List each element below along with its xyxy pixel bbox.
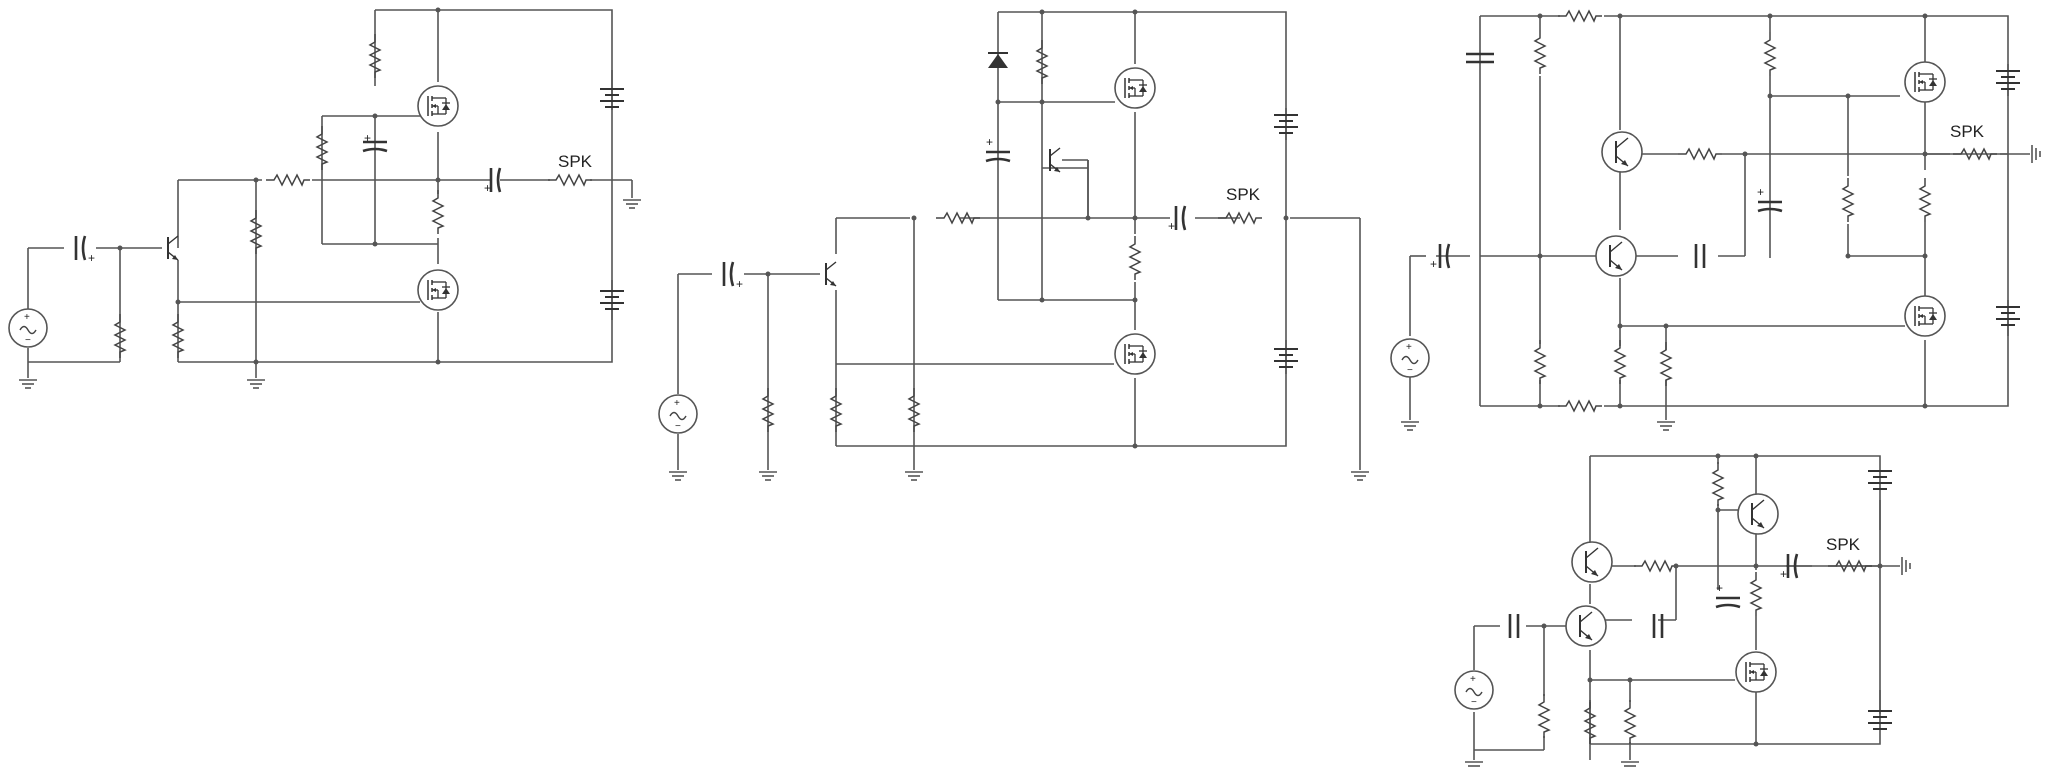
mosfet — [1114, 67, 1156, 109]
resistor — [1919, 177, 1931, 223]
ground — [622, 199, 642, 209]
resistor — [1633, 560, 1679, 572]
resistor — [1750, 571, 1762, 617]
svg-text:+: + — [1168, 219, 1175, 233]
mosfet — [417, 269, 459, 311]
circuit-4: + + SPK — [1454, 453, 1911, 768]
ac-source — [1454, 670, 1494, 710]
capacitor — [74, 234, 87, 262]
ground — [2031, 144, 2041, 164]
bjt-transistor — [825, 261, 837, 287]
svg-text:+: + — [364, 131, 371, 145]
resistor — [1129, 235, 1141, 281]
ground — [18, 379, 38, 389]
speaker-label: SPK — [1226, 185, 1261, 204]
ground — [668, 471, 688, 481]
svg-text:+: + — [1757, 185, 1764, 199]
resistor — [547, 174, 593, 186]
ground — [1620, 761, 1640, 768]
ground — [904, 471, 924, 481]
capacitor — [489, 166, 502, 194]
ground — [1350, 471, 1370, 481]
junction-dots — [1537, 13, 1928, 409]
svg-text:+: + — [484, 181, 491, 195]
bjt-transistor — [167, 235, 179, 261]
capacitor — [1694, 242, 1706, 270]
bjt-transistor — [1595, 235, 1637, 277]
capacitor — [722, 260, 735, 288]
resistor — [1534, 339, 1546, 385]
circuit-1: + + + SPK — [8, 7, 642, 389]
ground — [1400, 421, 1420, 431]
resistor — [1677, 148, 1723, 160]
bjt-transistor — [1571, 541, 1613, 583]
circuit-2-wires — [677, 11, 1361, 470]
ground — [1464, 761, 1484, 768]
resistor — [1557, 400, 1603, 412]
ground — [1656, 421, 1676, 431]
ground — [1901, 556, 1911, 576]
svg-text:+: + — [1430, 257, 1437, 271]
svg-text:+: + — [736, 277, 743, 291]
svg-text:+: + — [1716, 581, 1723, 595]
ground — [758, 471, 778, 481]
resistor — [1534, 29, 1546, 75]
mosfet — [417, 85, 459, 127]
resistor — [1660, 341, 1672, 387]
junction-dots — [117, 7, 441, 365]
svg-text:+: + — [88, 251, 95, 265]
resistor — [1842, 177, 1854, 223]
bjt-transistor — [1565, 605, 1607, 647]
resistor — [432, 189, 444, 235]
resistor — [1712, 461, 1724, 507]
svg-text:+: + — [986, 135, 993, 149]
bjt-transistor — [1601, 131, 1643, 173]
diode — [987, 52, 1009, 69]
electrolytic-capacitor — [1714, 596, 1742, 609]
capacitor — [1652, 612, 1664, 640]
speaker-label: SPK — [1826, 535, 1861, 554]
circuit-3: + + SPK — [1390, 10, 2041, 431]
resistor — [1614, 339, 1626, 385]
resistor — [1624, 699, 1636, 745]
capacitor — [1174, 204, 1187, 232]
resistor — [1538, 693, 1550, 739]
circuit-1-wires — [27, 9, 633, 378]
junction-dots — [1541, 453, 1883, 747]
capacitor — [1508, 612, 1520, 640]
resistor — [1557, 10, 1603, 22]
ground — [246, 379, 266, 389]
resistor — [935, 212, 981, 224]
mosfet — [1904, 61, 1946, 103]
resistor — [265, 174, 311, 186]
ac-source — [658, 394, 698, 434]
speaker-label: SPK — [558, 152, 593, 171]
mosfet — [1904, 295, 1946, 337]
ac-source — [1390, 338, 1430, 378]
circuit-4-wires — [1473, 455, 1900, 760]
junction-dots — [765, 9, 1289, 449]
ac-source — [8, 308, 48, 348]
resistor — [1764, 31, 1776, 77]
speaker-label: SPK — [1950, 122, 1985, 141]
mosfet — [1735, 651, 1777, 693]
bjt-transistor — [1737, 493, 1779, 535]
mosfet — [1114, 333, 1156, 375]
svg-text:+: + — [1780, 567, 1787, 581]
circuit-2: + + + SPK — [658, 9, 1370, 481]
